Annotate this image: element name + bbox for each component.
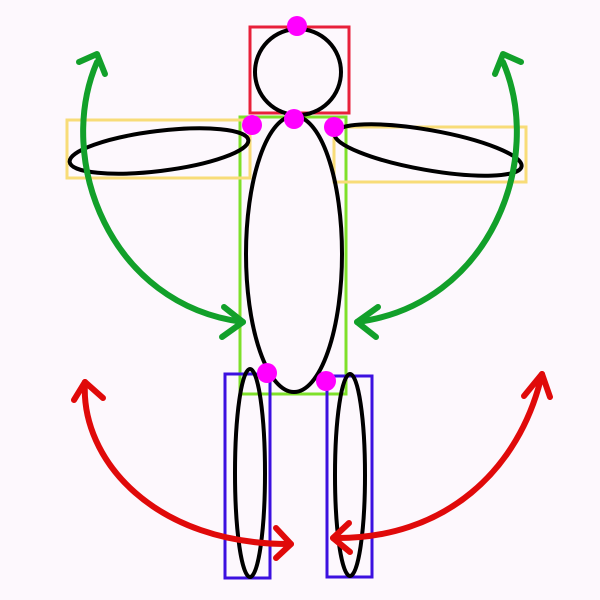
right-shoulder-joint xyxy=(324,117,344,137)
right-leg-outline xyxy=(333,372,367,578)
left-leg-rotation-arrow xyxy=(71,379,294,561)
head-top-joint xyxy=(287,16,307,36)
right-arm-bounding-box xyxy=(332,125,528,184)
left-arm-bounding-box xyxy=(65,118,252,180)
right-arm-outline xyxy=(332,122,524,178)
head-outline xyxy=(253,27,343,117)
torso-outline xyxy=(244,114,344,394)
left-arm-rotation-arrow xyxy=(76,51,246,340)
left-arm-outline xyxy=(67,126,251,176)
right-hip-joint xyxy=(316,371,336,391)
left-shoulder-joint xyxy=(242,115,262,135)
right-leg-rotation-arrow xyxy=(330,371,553,555)
right-arm-rotation-arrow xyxy=(354,51,524,340)
left-leg-outline xyxy=(233,367,267,579)
left-hip-joint xyxy=(257,363,277,383)
neck-joint xyxy=(284,109,304,129)
